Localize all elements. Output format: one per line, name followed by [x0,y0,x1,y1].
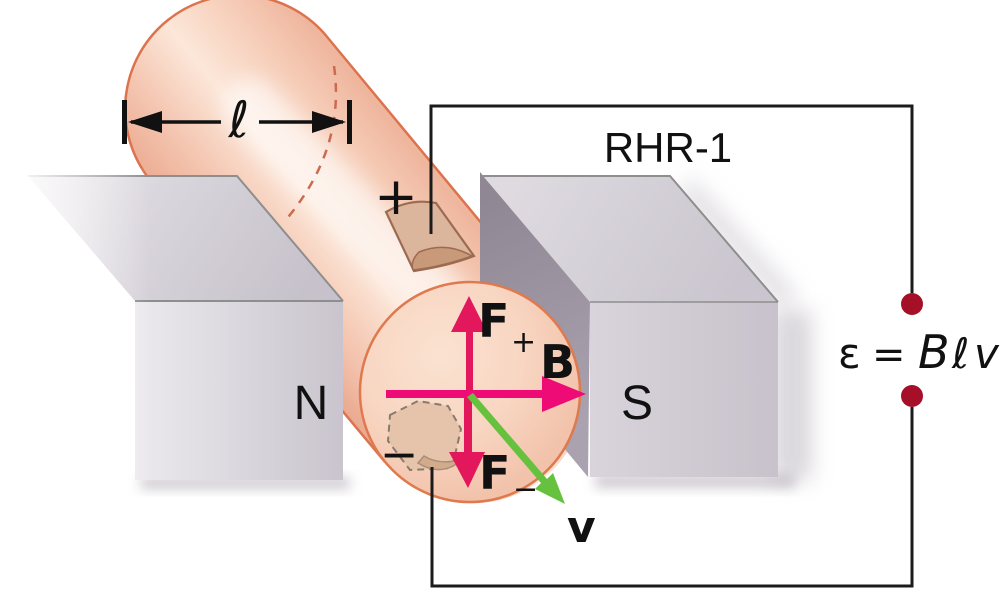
force-plus-label: F [478,294,509,348]
positive-charge-sign: + [374,167,418,227]
length-symbol: ℓ [228,91,250,149]
force-plus-subscript: + [511,325,536,360]
rod-silhouette-edge [123,0,561,463]
force-minus-arrow [449,398,485,488]
terminal-dot-bottom [901,385,923,407]
north-pole-label: N [294,377,329,430]
magnetic-field-label: B [540,335,575,389]
velocity-label: v [567,502,596,553]
north-magnet-pole: N [15,168,350,493]
equation-length-symbol: ℓ [951,329,969,378]
measurement-tick-left [122,100,127,144]
magnetic-field-arrow [386,376,586,412]
circuit [429,104,923,588]
south-pole-label: S [621,377,653,430]
equation-equals: = [872,332,906,378]
equation-field-symbol: B [918,325,950,379]
rhr-label: RHR-1 [604,124,732,171]
negative-charge-sign: − [380,427,419,481]
vector-arrows [386,296,586,504]
south-pole-front-face [590,302,778,477]
terminal-dot-top [901,293,923,315]
equation-velocity-symbol: v [974,329,1000,378]
south-pole-top-face [483,176,778,302]
hidden-cross-section-dashed-arc [283,65,338,223]
vector-labels: F + B F − v [478,294,596,553]
equation-epsilon: ε [838,329,861,378]
force-plus-arrow [451,296,487,398]
patch-fold [411,246,474,271]
negative-charge-patch [386,399,464,472]
force-minus-subscript: − [513,472,538,507]
measurement-arrowhead-right [312,111,346,133]
length-measurement: ℓ [122,91,352,149]
force-minus-label: F [479,446,510,500]
measurement-arrowhead-left [128,111,162,133]
velocity-arrow [467,393,565,504]
positive-charge-patch [384,200,476,273]
svg-text:ε = B ℓ: ε = B ℓ v [838,325,1000,379]
emf-equation: ε = B ℓ v [838,325,1000,379]
measurement-tick-right [347,100,352,144]
circuit-wire [429,104,914,588]
north-pole-front-face [135,301,343,480]
